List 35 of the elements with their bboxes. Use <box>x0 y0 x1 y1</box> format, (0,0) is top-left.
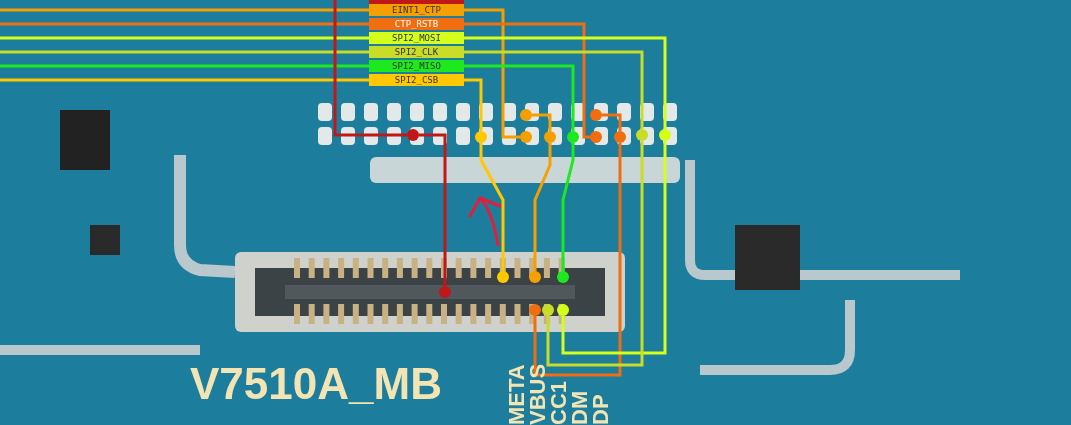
signal-trace-line <box>333 0 407 137</box>
signal-trace-line <box>602 113 622 131</box>
signal-trace-line <box>419 133 447 286</box>
pin-label: DM <box>569 390 591 425</box>
signal-name-tag <box>369 0 464 4</box>
signal-trace-line <box>533 143 622 377</box>
signal-trace-line <box>0 8 369 12</box>
signal-trace-line <box>0 78 369 82</box>
signal-name-tag: CTP_RSTB <box>369 18 464 30</box>
signal-trace-line <box>0 50 369 54</box>
signal-name-tag: SPI2_CSB <box>369 74 464 86</box>
signal-trace-line <box>464 22 590 139</box>
signal-trace-line <box>0 22 369 26</box>
board-label: V7510A_MB <box>190 362 442 406</box>
signal-trace-line <box>546 141 644 367</box>
pin-label: VBUS <box>527 363 549 425</box>
signal-trace-line <box>561 141 667 355</box>
signal-trace-line <box>479 143 505 271</box>
signal-trace-line <box>0 64 369 68</box>
signal-name-tag: EINT1_CTP <box>369 4 464 16</box>
signal-name-tag: SPI2_CLK <box>369 46 464 58</box>
signal-trace-line <box>464 64 575 131</box>
signal-trace-line <box>464 50 644 129</box>
pin-label: DP <box>590 394 612 425</box>
signal-trace-line <box>561 143 575 271</box>
pin-label: META <box>506 364 528 425</box>
signal-trace-line <box>0 36 369 40</box>
signal-name-tag: SPI2_MISO <box>369 60 464 72</box>
signal-name-tag: SPI2_MOSI <box>369 32 464 44</box>
signal-trace-line <box>464 78 483 131</box>
signal-trace-line <box>532 113 552 131</box>
signal-trace-line <box>464 8 520 139</box>
signal-trace-line <box>533 143 552 271</box>
signal-trace-line <box>464 36 667 129</box>
pin-label: CC1 <box>548 381 570 425</box>
